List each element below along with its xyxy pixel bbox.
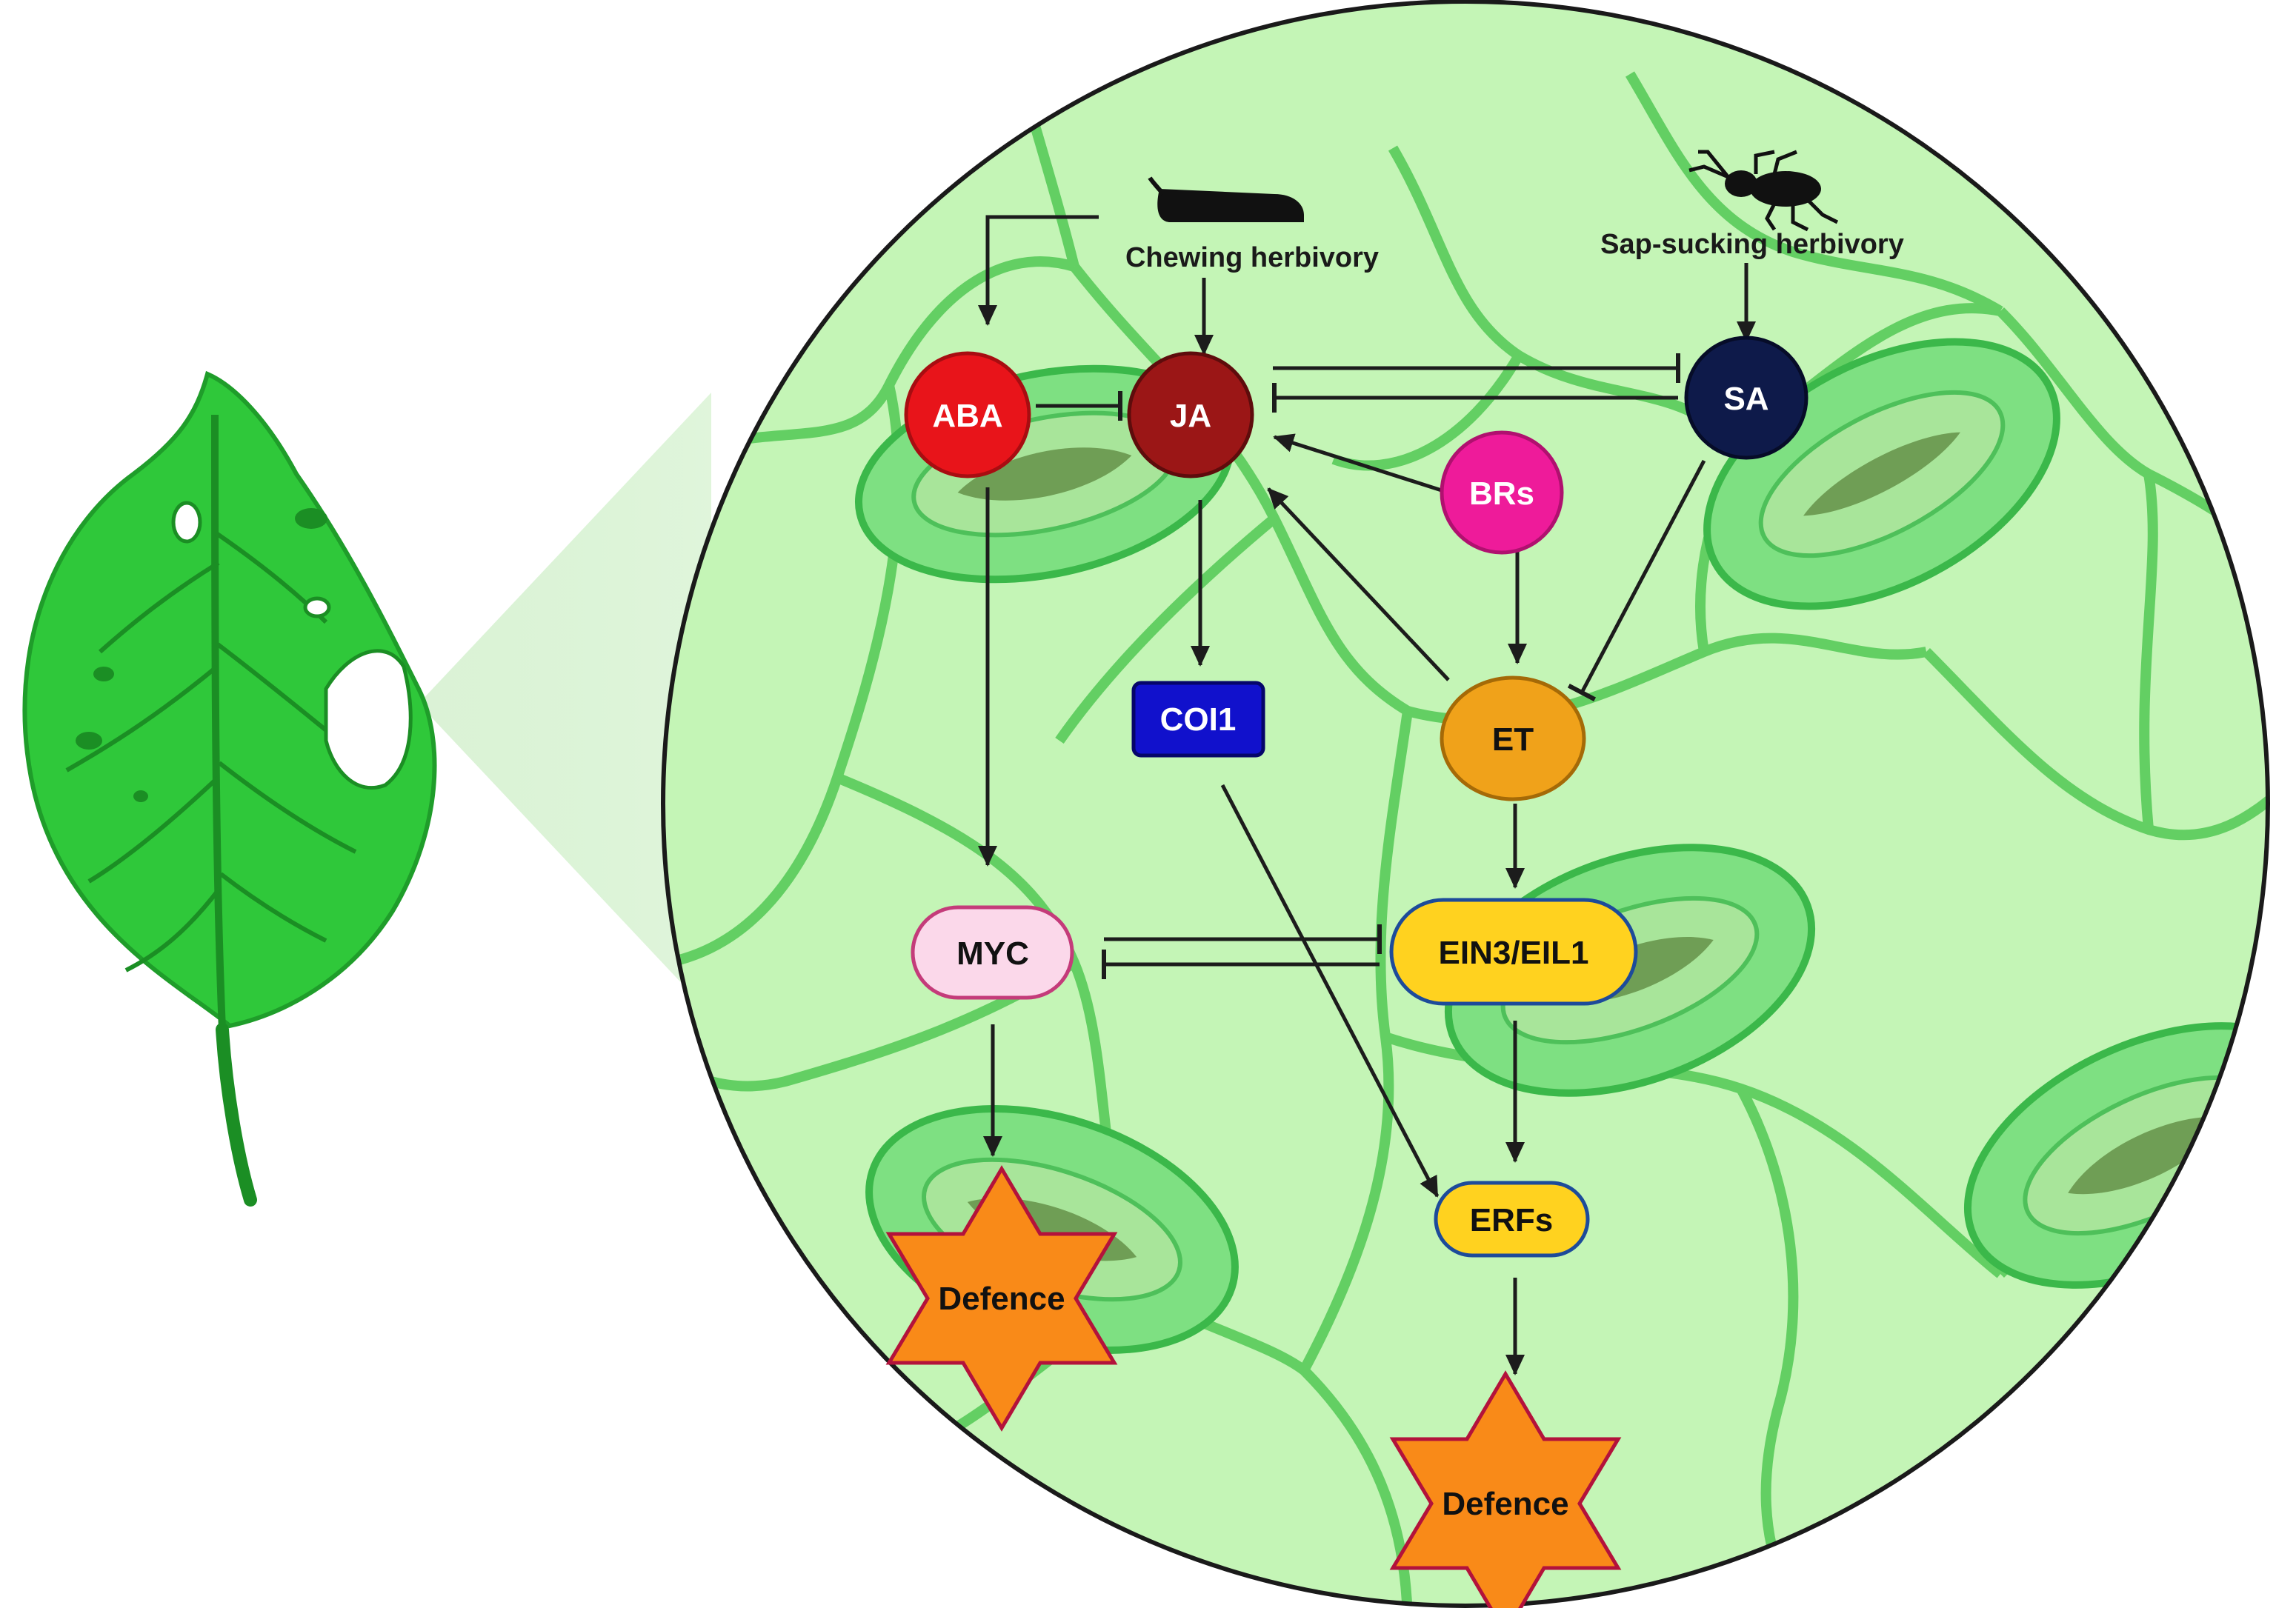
node-erfs: ERFs — [1434, 1181, 1590, 1258]
sap-sucking-herbivory-label: Sap-sucking herbivory — [1600, 229, 1904, 260]
node-sa-label: SA — [1723, 381, 1768, 417]
node-ja: JA — [1127, 351, 1254, 478]
zoom-beam — [419, 393, 711, 1015]
node-aba-label: ABA — [932, 398, 1002, 434]
edge-sa-inhibits-et — [1567, 459, 1706, 701]
edge-chewing-aba — [978, 215, 1099, 326]
node-ja-label: JA — [1170, 398, 1211, 434]
node-et: ET — [1440, 675, 1586, 801]
node-ein3-eil1: EIN3/EIL1 — [1389, 898, 1638, 1006]
chewing-herbivory-label: Chewing herbivory — [1125, 242, 1379, 273]
caterpillar-icon — [1148, 176, 1304, 222]
node-coi1: COI1 — [1131, 681, 1265, 758]
node-defence-left: Defence — [885, 1165, 1118, 1432]
node-erfs-label: ERFs — [1470, 1202, 1553, 1238]
edge-et-ja — [1267, 487, 1450, 681]
node-coi1-label: COI1 — [1160, 701, 1237, 738]
edge-brs-ja — [1273, 433, 1449, 495]
node-defence-right-label: Defence — [1442, 1486, 1568, 1522]
node-et-label: ET — [1492, 721, 1534, 758]
tissue-magnified-view — [661, 0, 2270, 1608]
node-defence-left-label: Defence — [938, 1281, 1065, 1317]
damaged-leaf-illustration — [22, 370, 437, 1207]
node-defence-right: Defence — [1389, 1370, 1622, 1608]
node-sa: SA — [1684, 336, 1808, 460]
node-myc-label: MYC — [956, 935, 1029, 972]
node-brs-label: BRs — [1469, 476, 1534, 512]
relation-edges — [978, 215, 1756, 1375]
node-brs: BRs — [1440, 430, 1564, 555]
node-myc: MYC — [911, 905, 1074, 1000]
node-ein3-eil1-label: EIN3/EIL1 — [1439, 935, 1589, 971]
aphid-icon — [1688, 150, 1839, 232]
edge-coi1-erfs — [1220, 784, 1440, 1198]
node-aba: ABA — [904, 351, 1031, 478]
